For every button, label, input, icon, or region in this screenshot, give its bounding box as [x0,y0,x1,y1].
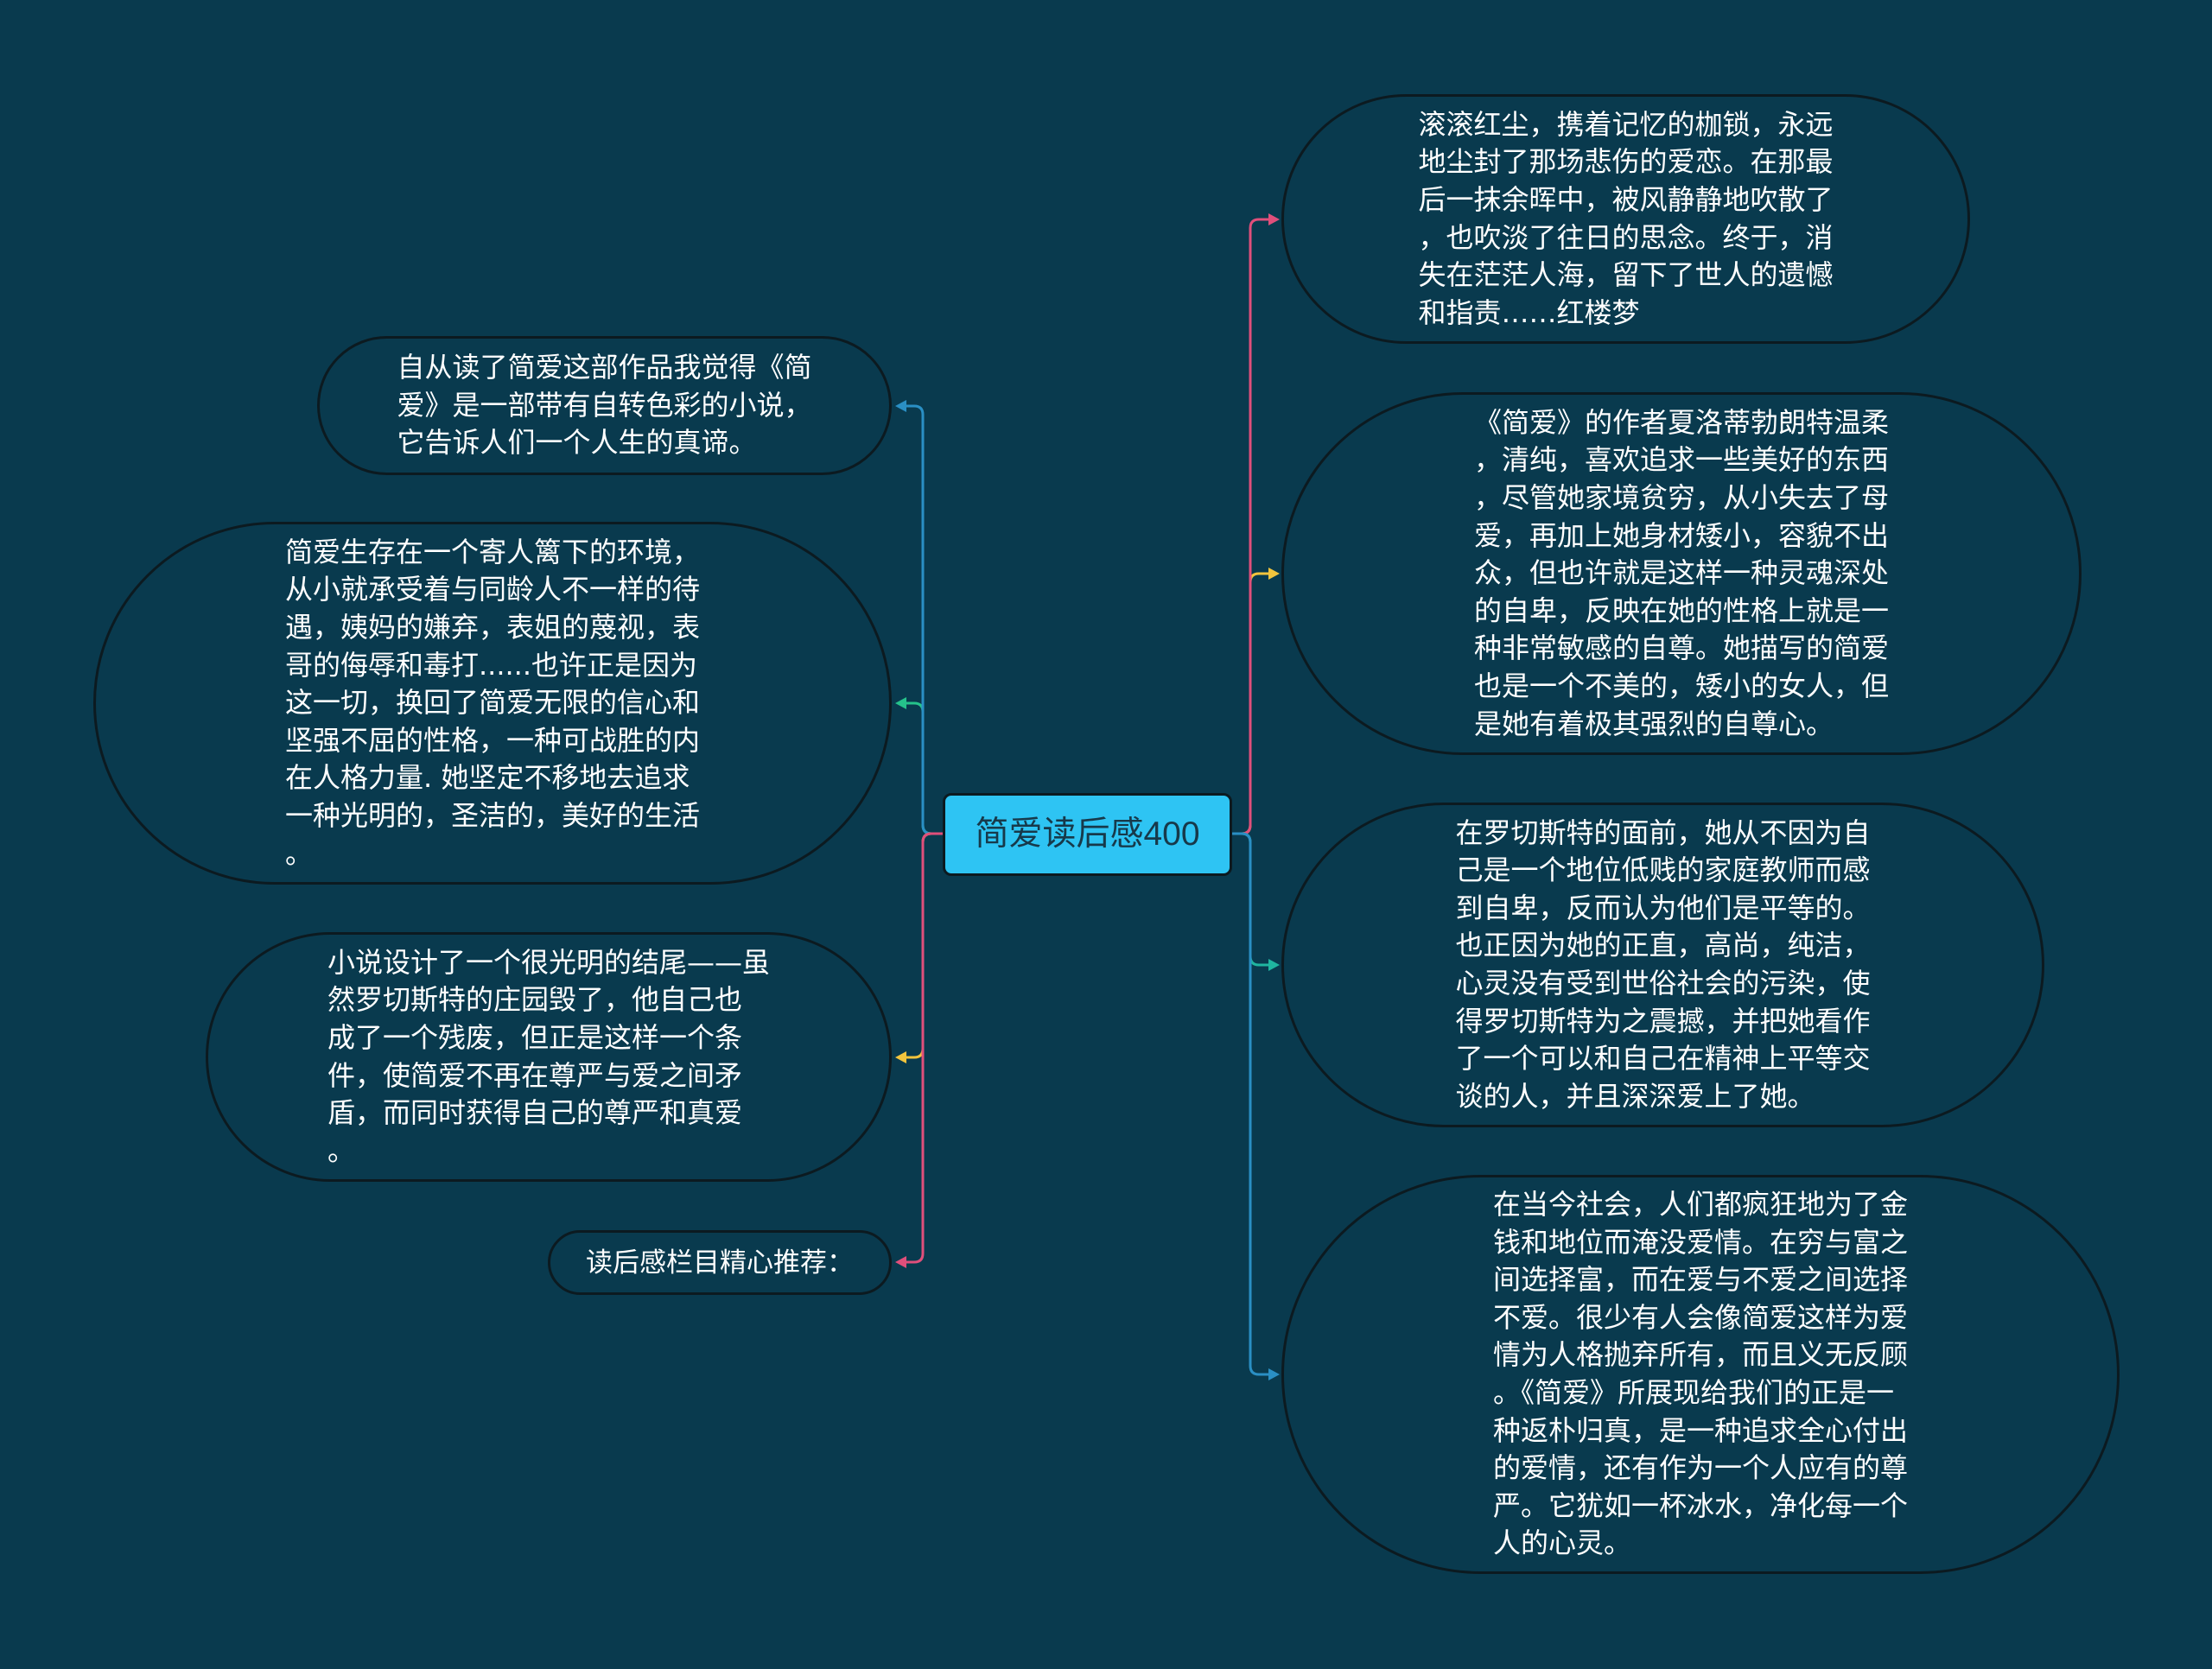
text-line: 《简爱》的作者夏洛蒂勃朗特温柔 [1473,405,1889,439]
text-line: 情为人格抛弃所有，而且义无反顾 [1492,1338,1908,1372]
text-line: 一种光明的，圣洁的，美好的生活 [284,798,700,832]
text-line: 的爱情，还有作为一个人应有的尊 [1492,1451,1908,1485]
text-line: 人的心灵。 [1492,1526,1631,1560]
topic-text: 在当今社会，人们都疯狂地为了金钱和地位而淹没爱情。在穷与富之间选择富，而在爱与不… [1493,1186,1908,1563]
text-line: 。 [327,1133,355,1167]
text-line: 是她有着极其强烈的自尊心。 [1473,707,1834,740]
text-line: 哥的侮辱和毒打......也许正是因为 [284,648,698,682]
connector-right-4 [1230,832,1270,1376]
text-line: 它告诉人们一个人生的真谛。 [397,426,757,460]
topic-text: 小说设计了一个很光明的结尾——虽然罗切斯特的庄园毁了，他自己也成了一个残废，但正… [327,944,770,1171]
text-line: 己是一个地位低贱的家庭教师而感 [1455,854,1871,887]
arrowhead-left-1 [895,400,906,412]
text-line: 心灵没有受到世俗社会的污染，使 [1455,967,1871,999]
text-line: ，清纯，喜欢追求一些美好的东西 [1473,443,1889,477]
text-line: 地尘封了那场悲伤的爱恋。在那最 [1418,145,1834,179]
arrowhead-left-4 [895,1256,906,1268]
text-line: ，尽管她家境贫穷，从小失去了母 [1473,481,1889,515]
text-line: 坚强不屈的性格，一种可战胜的内 [284,723,700,757]
text-line: 盾，而同时获得自己的尊严和真爱 [327,1096,742,1130]
topic-text: 简爱生存在一个寄人篱下的环境， 从小就承受着与同龄人不一样的待遇，姨妈的嫌弃，表姐… [285,534,700,873]
text-line: 种非常敏感的自尊。她描写的简爱 [1473,631,1889,665]
text-line: 间选择富，而在爱与不爱之间选择 [1492,1263,1908,1297]
text-line: 读后感栏目精心推荐： [586,1247,854,1279]
arrowhead-right-2 [1268,568,1280,580]
right-topic-node-1[interactable]: 滚滚红尘，携着记忆的枷锁，永远地尘封了那场悲伤的爱恋。在那最后一抹余晖中，被风静… [1281,94,1970,344]
right-topic-node-4[interactable]: 在当今社会，人们都疯狂地为了金钱和地位而淹没爱情。在穷与富之间选择富，而在爱与不… [1281,1175,2120,1574]
text-line: 滚滚红尘，携着记忆的枷锁，永远 [1418,107,1834,141]
text-line: 然罗切斯特的庄园毁了，他自己也 [327,983,742,1017]
text-line: 在罗切斯特的面前，她从不因为自 [1455,815,1871,849]
text-line: 失在茫茫人海，留下了世人的遗憾 [1418,258,1834,292]
text-line: 严。它犹如一杯冰水，净化每一个 [1492,1488,1908,1522]
text-line: 。 [284,836,313,870]
central-topic-label: 简爱读后感400 [975,815,1200,853]
text-line: 到自卑，反而认为他们是平等的。 [1455,891,1871,924]
arrowhead-right-3 [1268,959,1280,971]
central-topic-node[interactable]: 简爱读后感400 [943,793,1232,876]
topic-text: 滚滚红尘，携着记忆的枷锁，永远地尘封了那场悲伤的爱恋。在那最后一抹余晖中，被风静… [1418,106,1833,333]
text-line: 和指责……红楼梦 [1418,295,1640,329]
topic-text: 自从读了简爱这部作品我觉得《简爱》是一部带有自转色彩的小说， 它告诉人们一个人生的… [397,349,811,462]
text-line: 谈的人，并且深深爱上了她。 [1455,1079,1815,1113]
text-line: 简爱生存在一个寄人篱下的环境， [284,535,700,568]
text-line: 。《简爱》所展现给我们的正是一 [1492,1376,1894,1409]
text-line: 件，使简爱不再在尊严与爱之间矛 [327,1058,742,1092]
text-line: 的自卑，反映在她的性格上就是一 [1473,593,1889,627]
text-line: 了一个可以和自己在精神上平等交 [1455,1042,1871,1076]
text-line: 得罗切斯特为之震撼，并把她看作 [1455,1004,1871,1038]
text-line: 从小就承受着与同龄人不一样的待 [284,573,700,606]
connector-left-1 [904,404,944,835]
text-line: 不爱。很少有人会像简爱这样为爱 [1492,1300,1908,1334]
right-topic-node-3[interactable]: 在罗切斯特的面前，她从不因为自己是一个地位低贱的家庭教师而感到自卑，反而认为他们… [1281,803,2044,1127]
text-line: 爱，再加上她身材矮小，容貌不出 [1473,518,1889,552]
right-topic-node-2[interactable]: 《简爱》的作者夏洛蒂勃朗特温柔 ，清纯，喜欢追求一些美好的东西 ，尽管她家境贫穷，从… [1281,392,2082,755]
topic-text: 在罗切斯特的面前，她从不因为自己是一个地位低贱的家庭教师而感到自卑，反而认为他们… [1455,815,1870,1116]
arrowhead-left-2 [895,697,906,709]
text-line: 也是一个不美的，矮小的女人，但 [1473,669,1889,702]
text-line: 也正因为她的正直，高尚，纯洁， [1455,929,1871,962]
text-line: 钱和地位而淹没爱情。在穷与富之 [1492,1225,1908,1259]
text-line: ，也吹淡了往日的思念。终于，消 [1418,220,1834,254]
connector-right-1 [1230,218,1270,835]
arrowhead-right-4 [1268,1368,1280,1380]
left-topic-node-3[interactable]: 小说设计了一个很光明的结尾——虽然罗切斯特的庄园毁了，他自己也成了一个残废，但正… [206,932,892,1182]
text-line: 在人格力量. 她坚定不移地去追求 [284,761,690,795]
text-line: 这一切，换回了简爱无限的信心和 [284,686,700,720]
topic-text: 读后感栏目精心推荐： [586,1246,854,1280]
arrowhead-right-1 [1268,213,1280,225]
text-line: 遇，姨妈的嫌弃，表姐的蔑视，表 [284,611,700,644]
text-line: 自从读了简爱这部作品我觉得《简 [397,351,812,384]
left-topic-node-1[interactable]: 自从读了简爱这部作品我觉得《简爱》是一部带有自转色彩的小说， 它告诉人们一个人生的… [317,336,892,475]
text-line: 众，但也许就是这样一种灵魂深处 [1473,556,1889,590]
text-line: 种返朴归真，是一种追求全心付出 [1492,1413,1908,1447]
text-line: 成了一个残废，但正是这样一个条 [327,1020,742,1054]
connector-left-4 [904,832,944,1264]
topic-text: 《简爱》的作者夏洛蒂勃朗特温柔 ，清纯，喜欢追求一些美好的东西 ，尽管她家境贫穷，从… [1474,404,1889,743]
arrowhead-left-3 [895,1051,906,1063]
left-topic-node-4[interactable]: 读后感栏目精心推荐： [548,1230,892,1295]
text-line: 小说设计了一个很光明的结尾——虽 [327,945,770,979]
text-line: 后一抹余晖中，被风静静地吹散了 [1418,182,1834,216]
left-topic-node-2[interactable]: 简爱生存在一个寄人篱下的环境， 从小就承受着与同龄人不一样的待遇，姨妈的嫌弃，表姐… [93,522,892,885]
text-line: 爱》是一部带有自转色彩的小说， [397,388,812,422]
text-line: 在当今社会，人们都疯狂地为了金 [1492,1188,1908,1222]
